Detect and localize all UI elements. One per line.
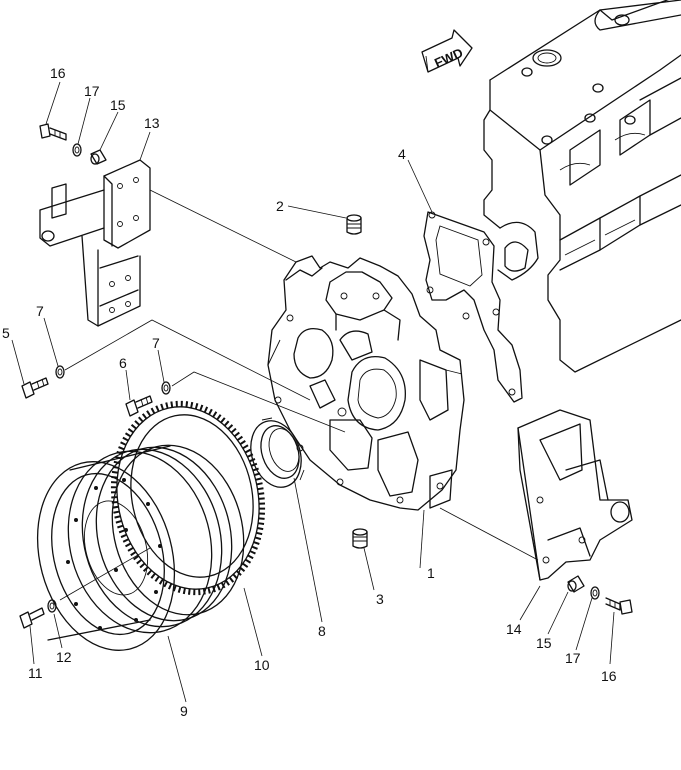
plug-part-2 xyxy=(346,214,362,235)
callout-numbers: 1 2 3 4 5 6 7 7 8 9 10 11 12 13 14 15 15… xyxy=(2,65,617,719)
washer-part-17-lower xyxy=(590,586,600,600)
bolt-part-6 xyxy=(125,395,153,417)
bolt-part-16-lower xyxy=(605,597,633,615)
gasket-part-4 xyxy=(423,211,523,403)
callout-12: 12 xyxy=(56,649,72,665)
flywheel-part-9 xyxy=(36,444,245,651)
callout-15b: 15 xyxy=(536,635,552,651)
callout-6: 6 xyxy=(119,355,127,371)
engine-block xyxy=(483,0,681,373)
callout-4: 4 xyxy=(398,146,406,162)
washer-part-7-right xyxy=(161,371,346,433)
callout-16a: 16 xyxy=(50,65,66,81)
bolt-part-16-upper xyxy=(39,123,67,141)
callout-11: 11 xyxy=(28,665,43,681)
callout-7b: 7 xyxy=(152,335,160,351)
bolt-part-5 xyxy=(21,377,49,399)
plug-part-3 xyxy=(352,528,368,549)
washer-part-17-upper xyxy=(72,143,82,157)
oil-seal-part-8 xyxy=(250,417,305,488)
callout-leader-lines xyxy=(11,81,615,703)
washer-part-12 xyxy=(47,599,57,613)
callout-1: 1 xyxy=(427,565,435,581)
fwd-direction-arrow: FWD xyxy=(421,29,473,73)
callout-5: 5 xyxy=(2,325,10,341)
callout-16b: 16 xyxy=(601,668,617,684)
callout-7a: 7 xyxy=(36,303,44,319)
callout-13: 13 xyxy=(144,115,160,131)
callout-3: 3 xyxy=(376,591,384,607)
callout-9: 9 xyxy=(180,703,188,719)
support-bracket-part-14 xyxy=(439,409,633,581)
support-bracket-part-13 xyxy=(39,159,297,327)
callout-17a: 17 xyxy=(84,83,100,99)
washer-part-7-left xyxy=(55,319,311,401)
callout-8: 8 xyxy=(318,623,326,639)
flywheel-housing-part-1 xyxy=(267,255,465,511)
callout-17b: 17 xyxy=(565,650,581,666)
callout-14: 14 xyxy=(506,621,522,637)
spacer-part-15-lower xyxy=(567,575,585,593)
spacer-part-15-upper xyxy=(90,149,107,165)
ring-gear-part-10 xyxy=(110,400,266,596)
callout-15a: 15 xyxy=(110,97,126,113)
bolt-part-11 xyxy=(19,607,45,629)
callout-10: 10 xyxy=(254,657,270,673)
callout-2: 2 xyxy=(276,198,284,214)
fwd-label: FWD xyxy=(432,45,465,71)
